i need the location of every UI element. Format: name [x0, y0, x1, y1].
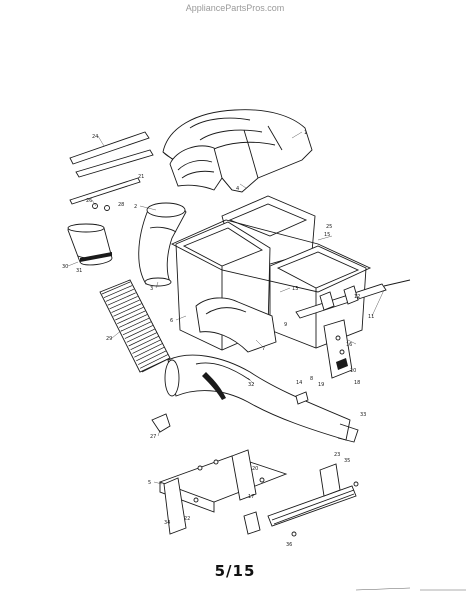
- callout-labels: 1 2 3 4 5 6 7 8 9 10 11 12 13 14 15 16 1…: [62, 130, 374, 548]
- callout-label: 22: [184, 516, 190, 522]
- mount-bracket: [243, 463, 359, 537]
- callout-label: 4: [236, 186, 239, 192]
- discharge-tube: [164, 354, 359, 443]
- hose-rib: [115, 307, 144, 321]
- hose-rib: [139, 354, 169, 369]
- callout-label: 15: [324, 232, 330, 238]
- hose-rib: [107, 292, 136, 306]
- hinge-bracket: [323, 319, 353, 379]
- deflector-plate: [195, 297, 277, 353]
- latch-bar: [295, 279, 411, 319]
- hose-rib: [113, 303, 142, 317]
- callout-label: 2: [134, 204, 137, 210]
- site-watermark: AppliancePartsPros.com: [185, 3, 285, 13]
- callout-label: 26: [86, 198, 92, 204]
- hose-rib: [130, 335, 159, 351]
- hose-rib: [122, 321, 152, 336]
- hose-rib: [126, 328, 155, 343]
- callout-label: 35: [344, 458, 350, 464]
- callout-label: 28: [118, 202, 124, 208]
- callout-label: 24: [92, 134, 98, 140]
- page-number: 5/15: [214, 562, 256, 580]
- hose-rib: [118, 314, 148, 328]
- elbow-chute: [138, 202, 187, 287]
- callout-label: 21: [138, 174, 144, 180]
- callout-label: 10: [350, 368, 356, 374]
- hose-rib: [134, 343, 163, 358]
- callout-label: 34: [164, 520, 170, 526]
- callout-label: 13: [292, 286, 298, 292]
- cover-hinge-section: [169, 145, 223, 191]
- callout-label: 17: [248, 494, 254, 500]
- callout-label: 3: [150, 286, 153, 292]
- callout-label: 11: [368, 314, 374, 320]
- hose-rib: [105, 288, 134, 302]
- bagger-cover: [162, 109, 313, 193]
- callout-label: 30: [62, 264, 68, 270]
- callout-label: 16: [346, 342, 352, 348]
- small-clip: [151, 391, 309, 433]
- callout-label: 29: [106, 336, 112, 342]
- callout-label: 33: [360, 412, 366, 418]
- callout-label: 20: [252, 466, 258, 472]
- callout-label: 8: [310, 376, 313, 382]
- callout-label: 19: [318, 382, 324, 388]
- chute-adapter: [67, 203, 113, 266]
- callout-label: 25: [326, 224, 332, 230]
- side-rails: [69, 131, 154, 205]
- flexible-hose: [99, 279, 171, 373]
- lower-frame: [158, 449, 288, 535]
- callout-label: 23: [334, 452, 340, 458]
- hose-rib: [141, 357, 171, 373]
- callout-label: 9: [284, 322, 287, 328]
- callout-label: 18: [354, 380, 360, 386]
- callout-label: 6: [170, 318, 173, 324]
- hose-rib: [111, 299, 140, 313]
- callout-label: 12: [354, 294, 360, 300]
- callout-label: 32: [248, 382, 254, 388]
- callout-label: 31: [76, 268, 82, 274]
- scan-marks: [355, 587, 466, 591]
- hose-rib: [138, 350, 167, 365]
- callout-label: 36: [286, 542, 292, 548]
- hose-rib: [101, 281, 131, 295]
- hose-rib: [136, 346, 165, 362]
- callout-label: 27: [150, 434, 156, 440]
- hose-rib: [124, 325, 154, 339]
- callout-label: 7: [262, 346, 265, 352]
- callout-label: 14: [296, 380, 302, 386]
- leader-lines: [67, 131, 385, 485]
- hose-rib: [120, 317, 150, 332]
- hose-rib: [132, 339, 161, 354]
- hose-rib: [103, 285, 133, 299]
- callout-label: 5: [148, 480, 151, 486]
- callout-label: 1: [304, 130, 307, 136]
- hose-rib: [117, 310, 146, 325]
- hose-rib: [109, 296, 138, 310]
- hose-rib: [128, 332, 157, 347]
